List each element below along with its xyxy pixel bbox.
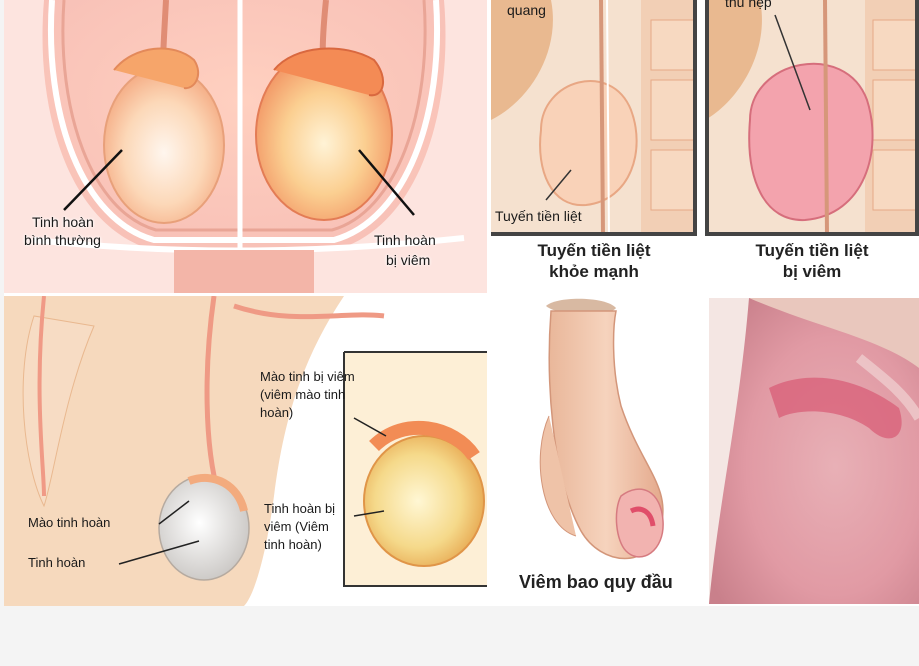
label-testis-inflamed-line3: tinh hoàn) bbox=[264, 536, 322, 553]
testicle-comparison-panel: Tinh hoàn bình thường Tinh hoàn bị viêm bbox=[4, 0, 487, 293]
caption-healthy-prostate-line2: khỏe mạnh bbox=[491, 261, 697, 282]
epididymitis-panel: Mào tinh bị viêm (viêm mào tinh hoàn) Ti… bbox=[4, 296, 487, 606]
label-testis: Tinh hoàn bbox=[28, 554, 85, 571]
caption-healthy-prostate-line1: Tuyến tiền liệt bbox=[491, 240, 697, 261]
caption-inflamed-prostate-line2: bị viêm bbox=[705, 261, 919, 282]
label-inflamed-testicle-line1: Tinh hoàn bbox=[374, 232, 436, 249]
balanitis-illustration bbox=[491, 296, 705, 606]
label-inflamed-testicle-line2: bị viêm bbox=[386, 252, 430, 269]
balanitis-closeup-panel bbox=[709, 298, 919, 604]
label-epididymis-inflamed-line3: hoàn) bbox=[260, 404, 293, 421]
inflamed-prostate-panel: thu hẹp bbox=[705, 0, 919, 236]
balanitis-illustration-panel: Viêm bao quy đầu bbox=[491, 296, 705, 606]
label-epididymis: Mào tinh hoàn bbox=[28, 514, 110, 531]
label-normal-testicle-line2: bình thường bbox=[24, 232, 101, 249]
label-bladder-partial: quang bbox=[507, 2, 546, 19]
label-testis-inflamed-line2: viêm (Viêm bbox=[264, 518, 329, 535]
balanitis-closeup-photo bbox=[709, 298, 919, 604]
label-prostate-inner: Tuyến tiền liệt bbox=[495, 208, 582, 225]
label-epididymis-inflamed-line2: (viêm mào tinh bbox=[260, 386, 345, 403]
label-normal-testicle-line1: Tinh hoàn bbox=[32, 214, 94, 231]
label-epididymis-inflamed-line1: Mào tinh bị viêm bbox=[260, 368, 355, 385]
label-testis-inflamed-line1: Tinh hoàn bị bbox=[264, 500, 335, 517]
healthy-prostate-panel: quang Tuyến tiền liệt bbox=[491, 0, 697, 236]
label-narrowed-partial: thu hẹp bbox=[725, 0, 772, 11]
medical-illustration-collage: Tinh hoàn bình thường Tinh hoàn bị viêm … bbox=[4, 0, 919, 606]
healthy-prostate-illustration bbox=[491, 0, 697, 236]
caption-healthy-prostate: Tuyến tiền liệt khỏe mạnh bbox=[491, 240, 697, 282]
caption-balanitis: Viêm bao quy đầu bbox=[519, 572, 673, 593]
caption-inflamed-prostate: Tuyến tiền liệt bị viêm bbox=[705, 240, 919, 282]
testicle-comparison-illustration bbox=[4, 0, 487, 293]
caption-inflamed-prostate-line1: Tuyến tiền liệt bbox=[705, 240, 919, 261]
inflamed-prostate-illustration bbox=[705, 0, 919, 236]
